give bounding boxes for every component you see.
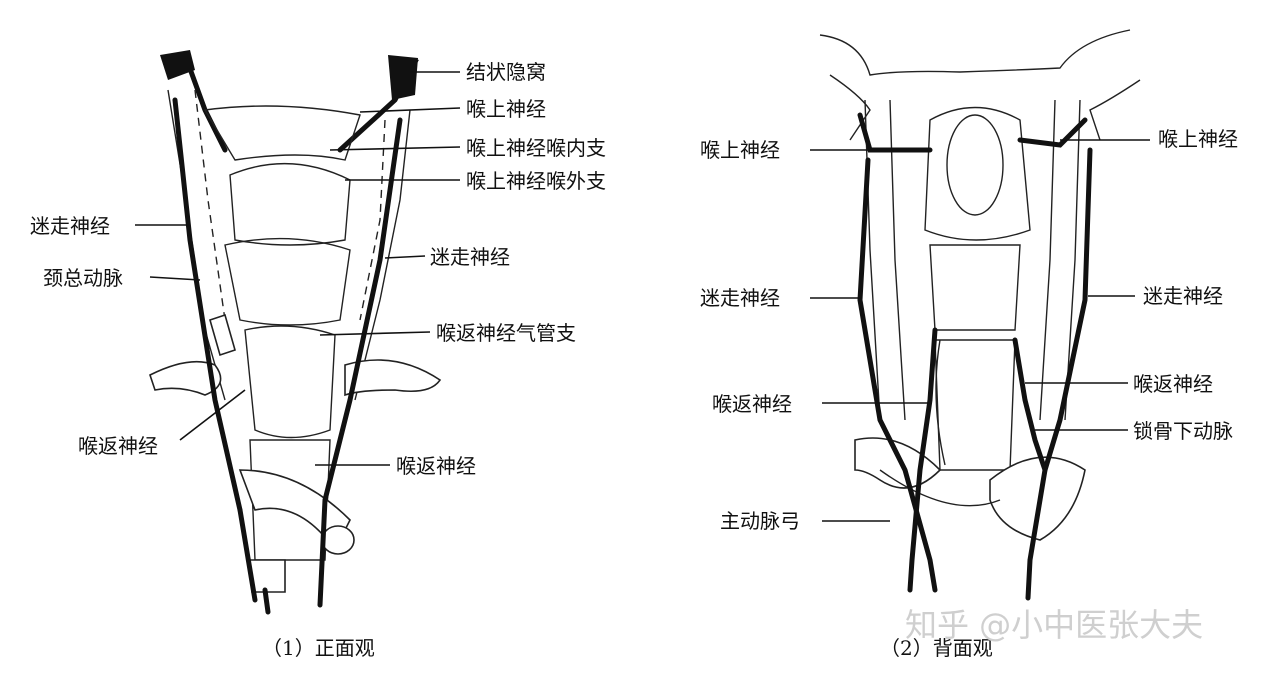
- label-vagus-left-back: 迷走神经: [700, 286, 780, 310]
- label-recurrent-right: 喉返神经: [396, 454, 476, 478]
- label-subclavian-artery: 锁骨下动脉: [1133, 419, 1233, 443]
- left-subclavian-back: [855, 438, 940, 488]
- right-superior-nerve: [1020, 120, 1085, 145]
- label-external-branch: 喉上神经喉外支: [466, 169, 606, 193]
- left-superior-nerve: [860, 115, 930, 150]
- back-view-illustration: [820, 30, 1140, 598]
- epiglottis-back: [947, 115, 1003, 215]
- thyroid-gland: [225, 239, 350, 325]
- front-view-illustration: [150, 50, 440, 612]
- label-tracheal-branch: 喉返神经气管支: [436, 321, 576, 345]
- skull-base-top: [820, 30, 1130, 75]
- label-vagus-left: 迷走神经: [30, 214, 110, 238]
- label-recurrent-left-back: 喉返神经: [712, 392, 792, 416]
- watermark: 知乎 @小中医张大夫: [905, 606, 1203, 644]
- label-recurrent-right-back: 喉返神经: [1133, 372, 1213, 396]
- label-piriform-recess: 结状隐窝: [466, 60, 546, 84]
- right-vagus-back: [1028, 150, 1090, 598]
- pharynx-back: [925, 108, 1030, 241]
- label-common-carotid: 颈总动脉: [43, 266, 123, 290]
- left-vagus-lower: [240, 510, 255, 600]
- front-view-labels: 结状隐窝 喉上神经 喉上神经喉内支 喉上神经喉外支 迷走神经 迷走神经 颈总动脉…: [30, 60, 606, 660]
- brachiocephalic: [210, 315, 235, 355]
- label-superior-laryngeal-nerve: 喉上神经: [466, 97, 546, 121]
- right-carotid-back-2: [1040, 100, 1055, 420]
- arytenoid-muscles: [930, 245, 1020, 330]
- epiglottis-area: [205, 106, 360, 160]
- front-view-leaders: [135, 72, 460, 465]
- left-recess-dark: [160, 50, 195, 80]
- thyroid-cartilage: [230, 164, 350, 245]
- left-vagus-back: [860, 160, 935, 590]
- label-superior-right-back: 喉上神经: [1158, 127, 1238, 151]
- left-vagus-nerve: [175, 100, 240, 510]
- right-skull-edge: [1090, 80, 1140, 140]
- trachea-back: [935, 340, 1015, 470]
- label-vagus-right: 迷走神经: [430, 245, 510, 269]
- label-recurrent-left: 喉返神经: [78, 434, 158, 458]
- label-superior-left-back: 喉上神经: [700, 138, 780, 162]
- back-view-labels: 喉上神经 喉上神经 迷走神经 迷走神经 喉返神经 喉返神经 锁骨下动脉 主动脉弓…: [700, 127, 1238, 660]
- right-recess-dark: [388, 55, 418, 100]
- label-internal-branch: 喉上神经喉内支: [466, 136, 606, 160]
- trachea-upper: [245, 326, 335, 438]
- left-nerve-tail: [265, 590, 268, 612]
- aorta-cut: [322, 526, 354, 554]
- label-vagus-right-back: 迷走神经: [1143, 284, 1223, 308]
- label-aortic-arch: 主动脉弓: [720, 509, 800, 533]
- caption-front-view: （1）正面观: [262, 636, 375, 660]
